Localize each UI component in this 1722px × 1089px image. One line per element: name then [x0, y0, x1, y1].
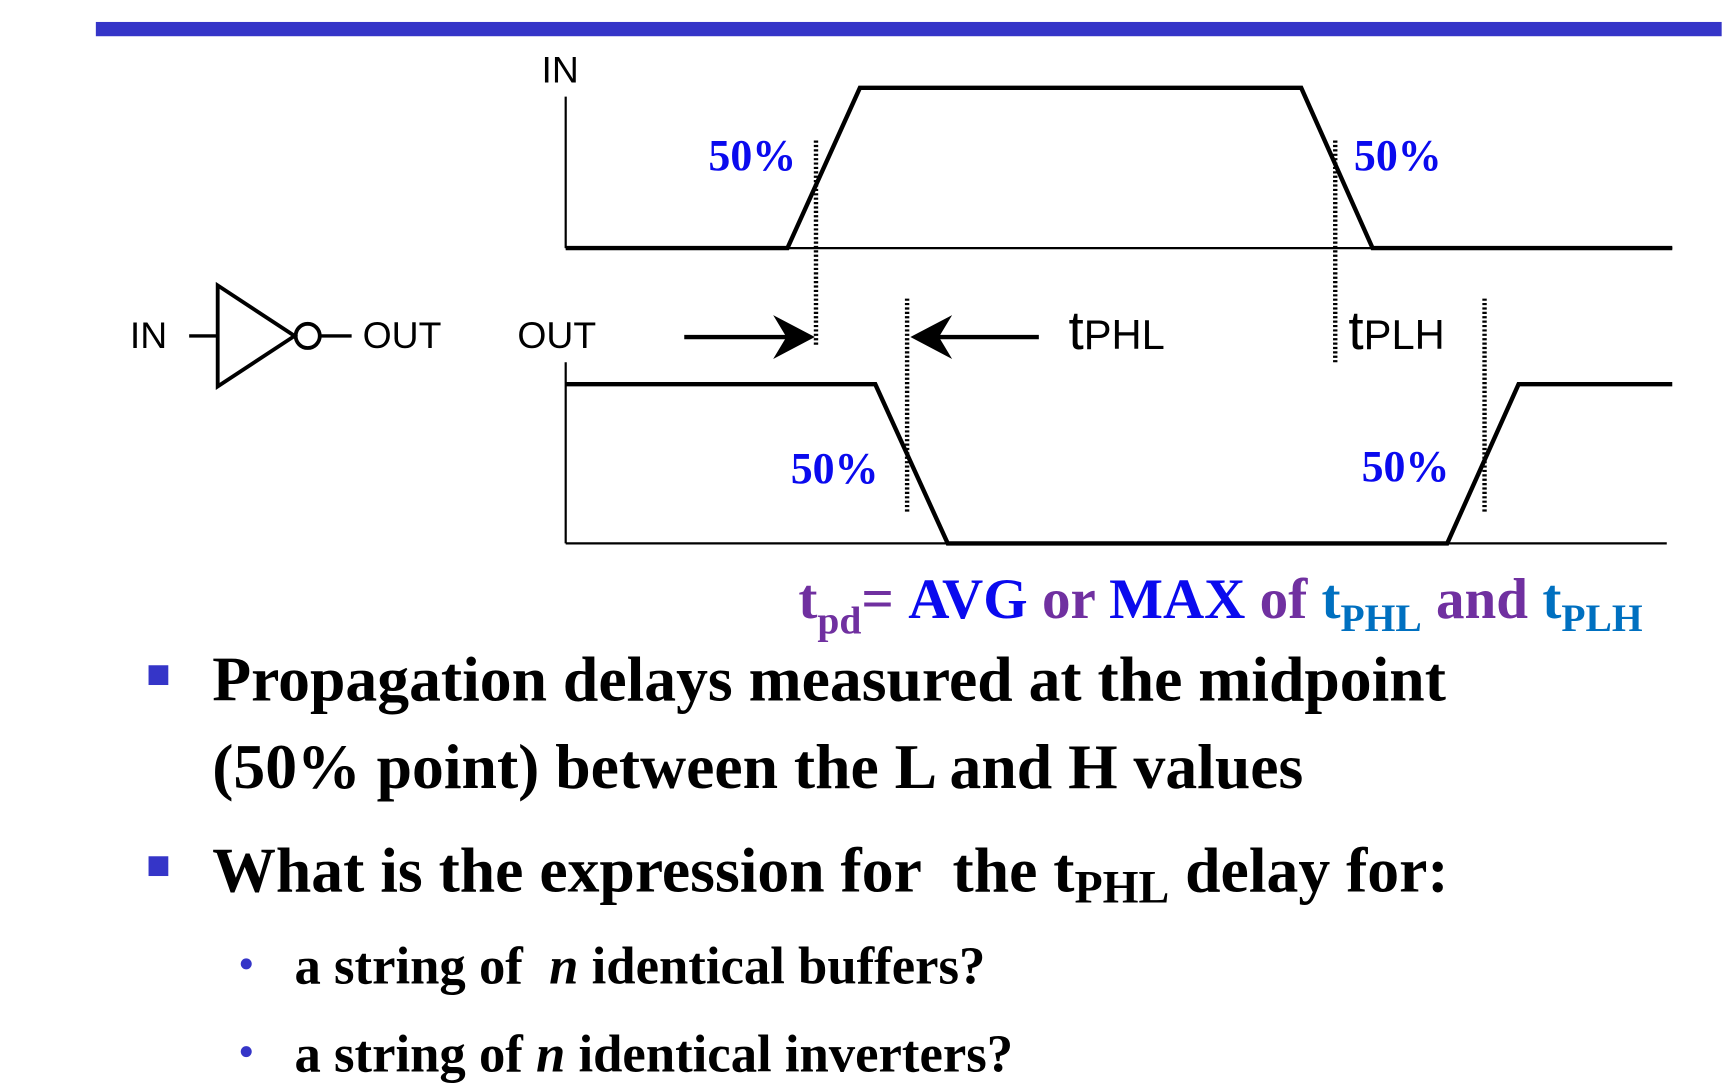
in-waveform: IN: [542, 48, 1673, 251]
bullet-text: Propagation delays measured at the midpo…: [212, 643, 1446, 714]
bullet-marker: [148, 856, 169, 877]
bullet-text: What is the expression for the tPHL dela…: [212, 834, 1448, 912]
inverter-symbol: IN OUT: [130, 281, 442, 390]
percent-label: 50%: [1354, 132, 1442, 180]
sub-bullet-text: a string of n identical buffers?: [295, 938, 986, 996]
sub-bullet-text: a string of n identical inverters?: [295, 1025, 1014, 1083]
inverter-in-label: IN: [130, 314, 167, 356]
sub-bullet-marker: [240, 1046, 252, 1058]
percent-label: 50%: [708, 132, 796, 180]
tphl-label: tPHL: [1068, 299, 1164, 361]
inverter-out-label: OUT: [363, 314, 442, 356]
tplh-label: tPLH: [1348, 299, 1444, 361]
percent-label: 50%: [791, 445, 879, 493]
midpoint-markers: [813, 140, 1487, 512]
in-axis-label: IN: [542, 48, 579, 90]
tphl-arrows: [684, 315, 1039, 359]
bullet-text: (50% point) between the L and H values: [212, 731, 1303, 802]
title-bar: [95, 21, 1722, 37]
out-axis-label: OUT: [517, 314, 596, 356]
tpd-formula: tpd= AVG or MAX of tPHL and tPLH: [727, 568, 1685, 644]
percent-label: 50%: [1362, 443, 1450, 491]
bullet-marker: [148, 665, 169, 686]
sub-bullet-marker: [240, 958, 252, 970]
out-waveform: OUT: [517, 314, 1673, 546]
